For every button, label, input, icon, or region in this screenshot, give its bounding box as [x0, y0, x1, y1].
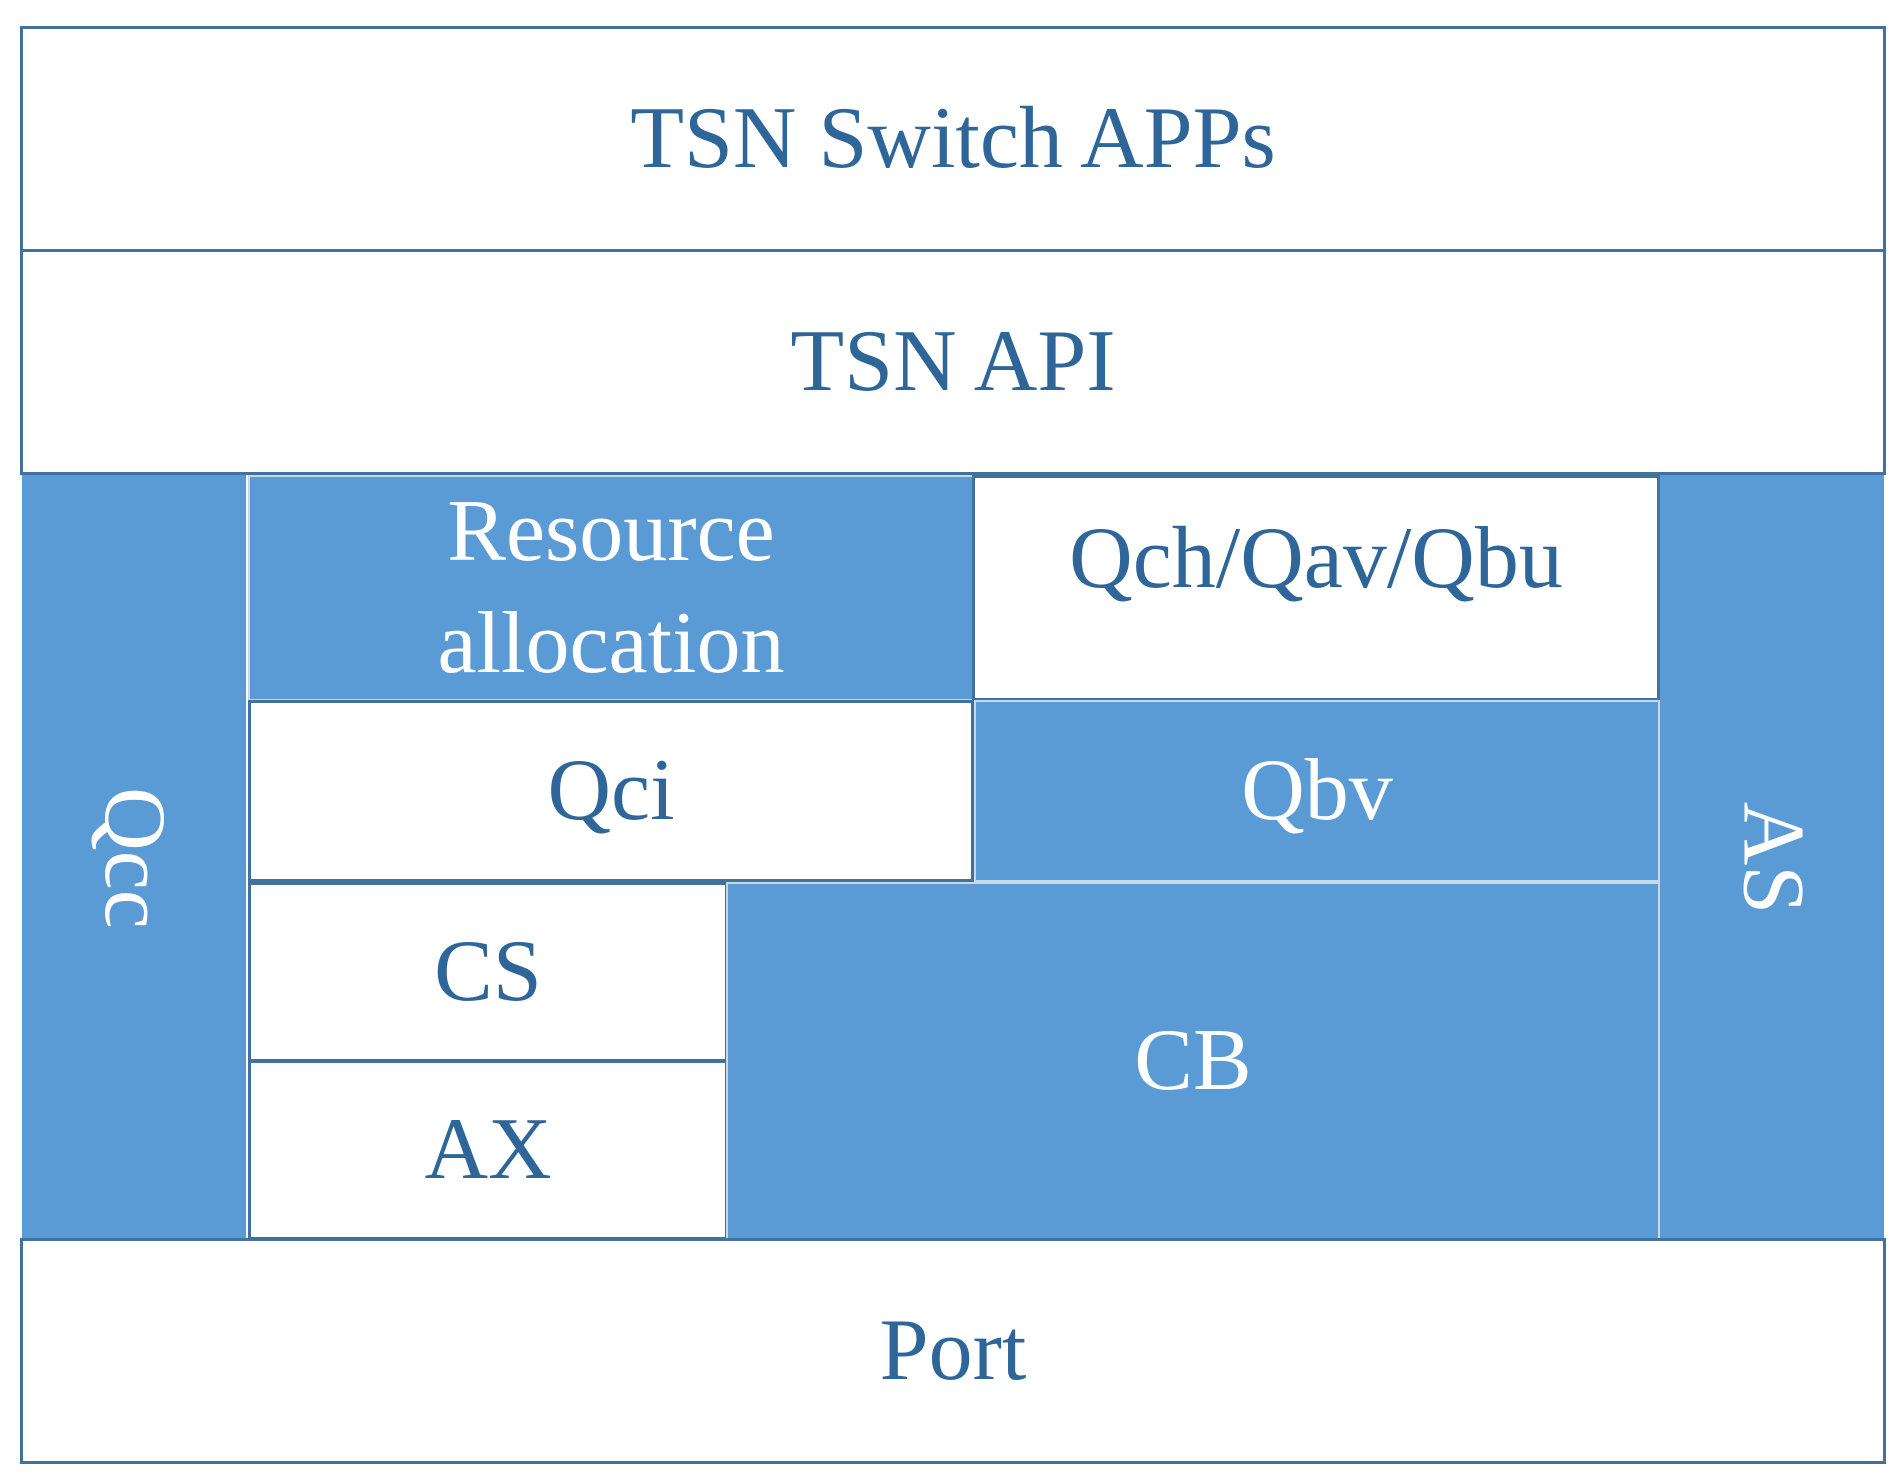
resource-allocation-line-2: allocation: [437, 595, 785, 692]
ax-block: AX: [248, 1060, 728, 1240]
qch-qav-qbu-label: Qch/Qav/Qbu: [1069, 510, 1563, 607]
resource-allocation-block: Resource allocation: [248, 475, 974, 701]
cs-label: CS: [434, 923, 542, 1020]
api-layer: TSN API: [20, 249, 1886, 475]
port-layer-label: Port: [879, 1302, 1027, 1399]
apps-layer-label: TSN Switch APPs: [630, 90, 1276, 187]
ax-label: AX: [424, 1101, 552, 1198]
cs-block: CS: [248, 882, 728, 1062]
qbv-block: Qbv: [974, 700, 1660, 882]
resource-allocation-line-1: Resource: [447, 483, 775, 581]
qbv-label: Qbv: [1241, 742, 1393, 839]
cb-block: CB: [726, 882, 1660, 1240]
api-layer-label: TSN API: [790, 313, 1116, 410]
apps-layer: TSN Switch APPs: [20, 26, 1886, 252]
qci-label: Qci: [547, 742, 675, 839]
qcc-label: Qcc: [85, 786, 183, 929]
cb-label: CB: [1134, 1012, 1252, 1109]
qci-block: Qci: [248, 700, 974, 882]
as-block: AS: [1660, 475, 1884, 1240]
qch-qav-qbu-block: Qch/Qav/Qbu: [972, 475, 1660, 701]
as-label: AS: [1724, 801, 1821, 914]
resource-allocation-label: Resource allocation: [438, 476, 785, 700]
port-layer: Port: [20, 1238, 1886, 1464]
qcc-block: Qcc: [22, 475, 246, 1240]
